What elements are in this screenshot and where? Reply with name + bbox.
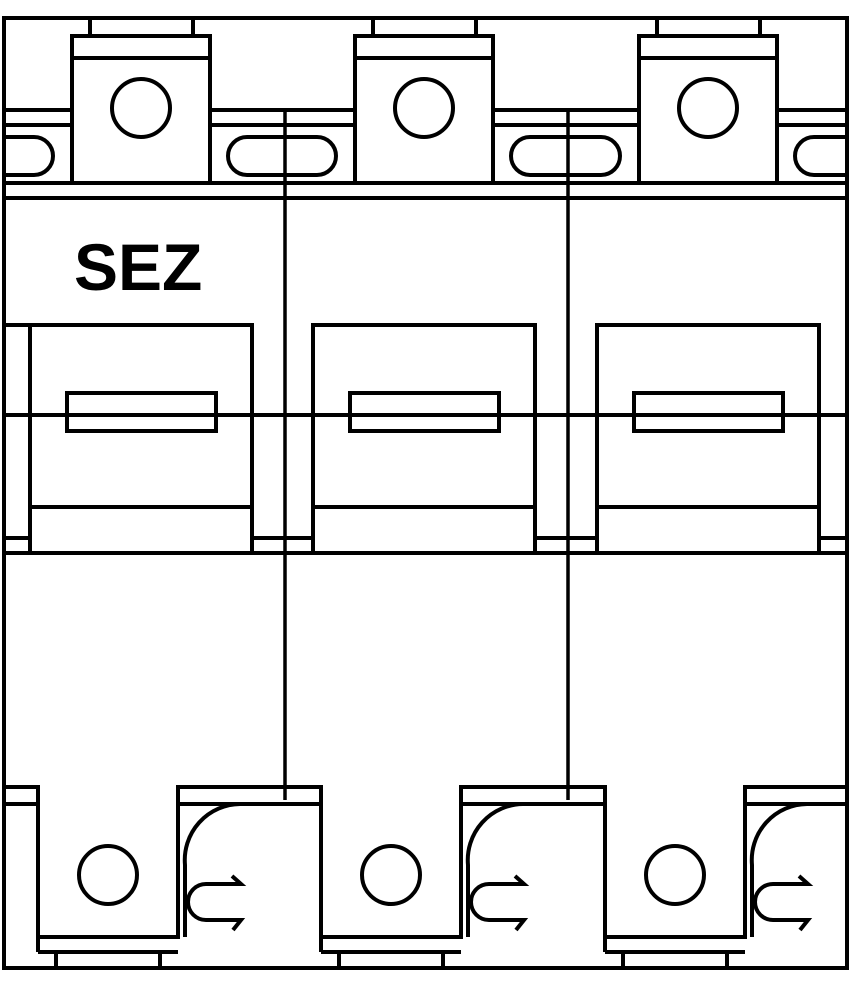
terminal-screw-icon [110, 77, 172, 139]
terminal-screw-icon [360, 844, 422, 906]
wire-slot-icon [226, 135, 285, 177]
clamp-arc [182, 802, 241, 937]
clamp-arc [749, 802, 808, 937]
bottom-terminal [285, 785, 568, 968]
pole-1 [4, 18, 285, 968]
terminal-screw-icon [644, 844, 706, 906]
fuse-carrier [28, 323, 285, 555]
top-terminal [285, 18, 568, 185]
fuse-carrier [285, 323, 568, 555]
wire-slot-icon [4, 135, 55, 177]
clamp-hook-icon [753, 874, 814, 932]
wire-slot-icon [509, 135, 568, 177]
clamp-arc [465, 802, 524, 937]
housing-outline [2, 16, 849, 970]
bottom-terminal [4, 785, 285, 968]
fuse-carrier [568, 323, 821, 555]
fuse-window-icon [65, 391, 218, 433]
fuse-window-icon [348, 391, 501, 433]
terminal-screw-icon [677, 77, 739, 139]
top-terminal [568, 18, 847, 185]
housing-border [2, 16, 849, 970]
fuse-window-icon [632, 391, 785, 433]
pole-2 [285, 18, 568, 968]
clamp-hook-icon [469, 874, 530, 932]
device-label: SEZ [74, 230, 202, 304]
pole-3 [568, 18, 847, 968]
top-terminal [4, 18, 285, 185]
wire-slot-icon [568, 135, 622, 177]
terminal-screw-icon [77, 844, 139, 906]
terminal-screw-icon [393, 77, 455, 139]
wire-slot-icon [285, 135, 338, 177]
wire-slot-icon [793, 135, 847, 177]
clamp-hook-icon [186, 874, 247, 932]
bottom-terminal [568, 785, 847, 968]
